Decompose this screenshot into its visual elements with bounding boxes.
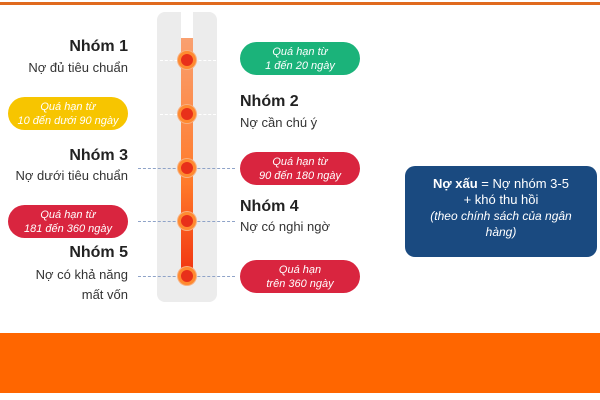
timeline-dot <box>178 212 196 230</box>
overdue-line: Quá hạn từ <box>40 209 96 221</box>
overdue-line: Quá hạn <box>278 264 322 276</box>
overdue-line: trên 360 ngày <box>266 278 334 290</box>
group-2-desc: Nợ cần chú ý <box>240 115 318 130</box>
overdue-line: Quá hạn từ <box>272 156 328 168</box>
group-2-overdue: Quá hạn từ 10 đến dưới 90 ngày <box>8 97 128 130</box>
group-3-title: Nhóm 3 <box>69 147 128 164</box>
bottom-band <box>0 333 600 393</box>
note-line3: (theo chính sách của ngân hàng) <box>430 209 572 239</box>
overdue-line: 181 đến 360 ngày <box>23 223 113 235</box>
overdue-line: Quá hạn từ <box>40 101 96 113</box>
group-1-overdue: Quá hạn từ 1 đến 20 ngày <box>240 42 360 75</box>
overdue-line: 1 đến 20 ngày <box>265 60 335 72</box>
group-2-title: Nhóm 2 <box>240 93 299 110</box>
group-4-desc: Nợ có nghi ngờ <box>240 219 331 234</box>
group-5-overdue: Quá hạn trên 360 ngày <box>240 260 360 293</box>
group-3-desc: Nợ dưới tiêu chuẩn <box>15 168 128 183</box>
group-1-title: Nhóm 1 <box>69 38 128 55</box>
group-4-overdue: Quá hạn từ 181 đến 360 ngày <box>8 205 128 238</box>
top-border <box>0 2 600 5</box>
timeline-dot <box>178 159 196 177</box>
overdue-line: Quá hạn từ <box>272 46 328 58</box>
group-5-title: Nhóm 5 <box>69 244 128 261</box>
note-term: Nợ xấu <box>433 176 478 191</box>
timeline-dot <box>178 51 196 69</box>
note-line2: + khó thu hồi <box>463 192 539 207</box>
bad-debt-note: Nợ xấu = Nợ nhóm 3-5 + khó thu hồi (theo… <box>405 166 597 257</box>
overdue-line: 10 đến dưới 90 ngày <box>17 115 119 127</box>
group-3-overdue: Quá hạn từ 90 đến 180 ngày <box>240 152 360 185</box>
note-formula: = Nợ nhóm 3-5 <box>477 176 569 191</box>
timeline-dot <box>178 105 196 123</box>
group-4-title: Nhóm 4 <box>240 198 299 215</box>
group-1-desc: Nợ đủ tiêu chuẩn <box>28 60 128 75</box>
track-gap <box>181 12 193 38</box>
group-5-desc: Nợ có khả năng <box>35 267 128 282</box>
overdue-line: 90 đến 180 ngày <box>259 170 341 182</box>
timeline-dot <box>178 267 196 285</box>
group-5-desc-2: mất vốn <box>81 287 128 302</box>
